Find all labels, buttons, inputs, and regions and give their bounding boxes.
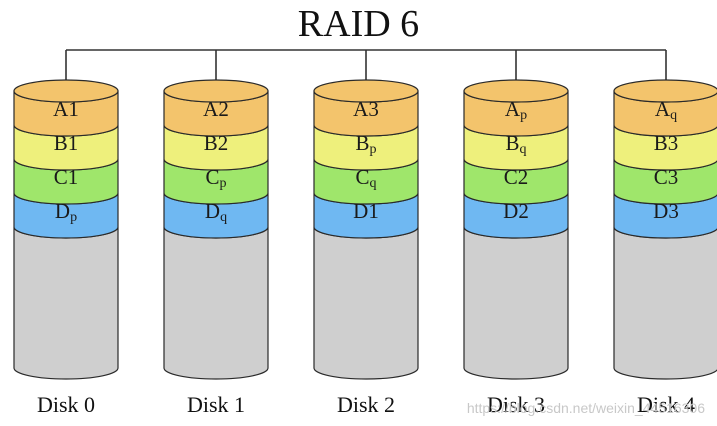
- disk-label-2: Disk 2: [336, 392, 396, 417]
- block-label: C1: [54, 165, 79, 189]
- block-label: D2: [503, 199, 529, 223]
- block-label: B1: [54, 131, 79, 155]
- block-label: Cq: [355, 165, 376, 191]
- disk-top-cap: [613, 79, 717, 103]
- disk-top-cap: [163, 79, 269, 103]
- block-label: Dq: [205, 199, 227, 225]
- block-label: C3: [654, 165, 679, 189]
- block-label: Bq: [505, 131, 526, 157]
- diagram-title: RAID 6: [297, 3, 420, 45]
- disk-top-cap: [313, 79, 419, 103]
- block-label: Ap: [505, 97, 527, 123]
- block-label: D3: [653, 199, 679, 223]
- disk-empty-space: [163, 226, 269, 380]
- watermark: https://blog.csdn.net/weixin_44516306: [466, 400, 705, 416]
- disk-label-4: Disk 4: [636, 392, 696, 417]
- block-label: B3: [654, 131, 679, 155]
- disk-empty-space: [313, 226, 419, 380]
- disk-empty-space: [13, 226, 119, 380]
- block-label: D1: [353, 199, 379, 223]
- block-label: Bp: [355, 131, 376, 157]
- block-label: C2: [504, 165, 529, 189]
- block-label: A2: [203, 97, 229, 121]
- disk-empty-space: [463, 226, 569, 380]
- block-label: Cp: [205, 165, 226, 191]
- block-label: A3: [353, 97, 379, 121]
- block-label: Dp: [55, 199, 77, 225]
- disk-label-3: Disk 3: [486, 392, 546, 417]
- disk-empty-space: [613, 226, 717, 380]
- disk-top-cap: [13, 79, 119, 103]
- disk-label-1: Disk 1: [186, 392, 246, 417]
- disk-top-cap: [463, 79, 569, 103]
- block-label: B2: [204, 131, 229, 155]
- block-label: A1: [53, 97, 79, 121]
- disk-label-0: Disk 0: [36, 392, 96, 417]
- block-label: Aq: [655, 97, 677, 123]
